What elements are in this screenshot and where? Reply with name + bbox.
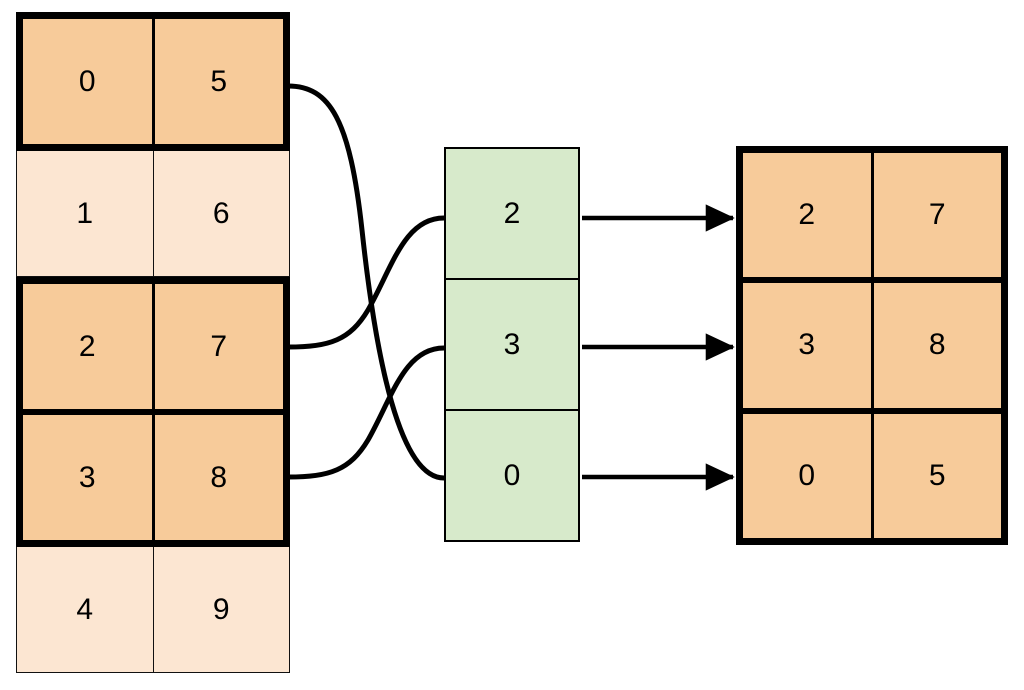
list-item[interactable]: 3 [444, 280, 580, 411]
result-cell-r2c0: 0 [743, 413, 874, 538]
result-array-table: 2 7 3 8 0 5 [736, 146, 1008, 545]
source-cell-r4c1: 9 [153, 547, 289, 672]
table-row[interactable]: 2 7 [16, 277, 290, 412]
table-row[interactable]: 0 5 [736, 410, 1008, 545]
source-array-table: 0 5 1 6 2 7 3 8 4 9 [16, 12, 290, 673]
table-row[interactable]: 4 9 [16, 547, 290, 673]
source-cell-r2c1: 7 [154, 284, 283, 409]
source-cell-r3c1: 8 [154, 415, 283, 540]
result-cell-r0c1: 7 [873, 153, 1001, 278]
index-cell-0: 2 [446, 149, 578, 278]
curve-row2-to-index0 [287, 215, 445, 350]
table-row[interactable]: 0 5 [16, 12, 290, 151]
source-cell-r1c0: 1 [17, 151, 154, 276]
result-cell-r1c1: 8 [873, 283, 1001, 408]
list-item[interactable]: 2 [444, 147, 580, 280]
curve-row3-to-index1 [287, 345, 445, 480]
index-cell-1: 3 [446, 280, 578, 409]
list-item[interactable]: 0 [444, 411, 580, 542]
source-cell-r1c1: 6 [153, 151, 289, 276]
index-cell-2: 0 [446, 411, 578, 540]
source-cell-r4c0: 4 [17, 547, 154, 672]
table-row[interactable]: 2 7 [736, 146, 1008, 281]
index-array-column: 2 3 0 [444, 147, 580, 542]
result-cell-r2c1: 5 [873, 413, 1001, 538]
table-row[interactable]: 1 6 [16, 151, 290, 277]
result-cell-r0c0: 2 [743, 153, 874, 278]
source-cell-r2c0: 2 [23, 284, 155, 409]
curve-row0-to-index2 [287, 83, 445, 481]
source-cell-r3c0: 3 [23, 415, 155, 540]
table-row[interactable]: 3 8 [16, 412, 290, 547]
result-cell-r1c0: 3 [743, 283, 874, 408]
source-cell-r0c1: 5 [154, 19, 283, 144]
table-row[interactable]: 3 8 [736, 280, 1008, 411]
source-cell-r0c0: 0 [23, 19, 155, 144]
